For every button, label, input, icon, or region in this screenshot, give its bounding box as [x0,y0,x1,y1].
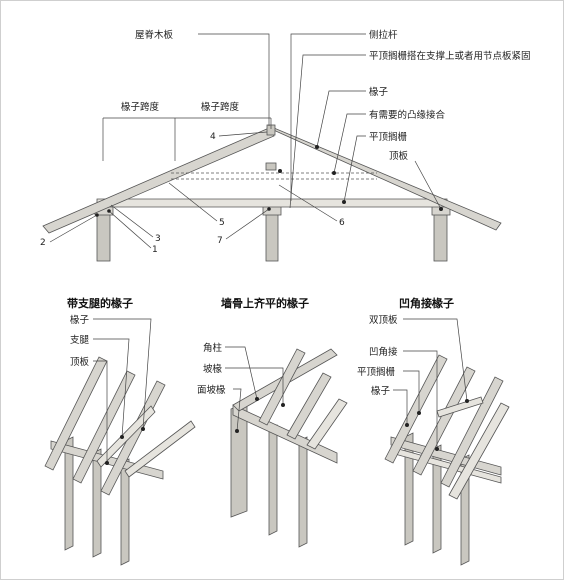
panel3-label-notch: 凹角接 [369,346,398,358]
ceiling-joist-note-label: 平顶搁栅搭在支撑上或者用节点板紧固 [369,50,531,62]
collar-tie-label: 侧拉杆 [369,29,398,41]
panel3-title: 凹角接椽子 [399,296,454,310]
top-plate-label: 顶板 [389,150,409,162]
panel1-title: 带支腿的椽子 [67,296,133,310]
panel2-title: 墙骨上齐平的椽子 [221,296,309,310]
panel1-label-rafter: 椽子 [70,314,90,326]
ridge-board-label: 屋脊木板 [135,29,174,41]
collar-bracket [265,162,277,171]
panel2-label-hip-rafter: 坡椽 [203,363,223,375]
panel-notched-rafters: 凹角接椽子 双顶板 凹角接 平顶搁栅 椽子 [357,296,510,566]
left-rafter [42,127,275,234]
birdsmouth-label: 有需要的凸缘接合 [369,109,446,121]
callout-3: 3 [155,234,161,244]
panel2-label-corner-post: 角柱 [203,342,223,354]
callout-1: 1 [152,245,158,255]
callout-5: 5 [219,218,225,228]
panel1-label-top-plate: 顶板 [70,356,90,368]
panel-flush-rafters: 墙骨上齐平的椽子 角柱 坡椽 面坡椽 [197,296,348,548]
panel3-label-double-plate: 双顶板 [369,314,398,326]
callout-4: 4 [210,132,216,142]
panel2-label-face-rafter: 面坡椽 [197,384,226,396]
span-left-label: 椽子跨度 [121,101,160,113]
span-right-label: 椽子跨度 [201,101,240,113]
callout-6: 6 [339,218,345,228]
roof-section: 椽子跨度 椽子跨度 屋脊木板 侧拉杆 平顶搁栅搭在支撑上或者用节点板紧固 椽子 … [40,29,531,262]
panel-strut-rafters: 带支腿的椽子 椽子 支腿 顶板 [44,296,196,566]
callout-2: 2 [40,238,46,248]
callout-7: 7 [217,236,223,246]
ceiling-joist-beam [96,198,448,208]
rafter-label: 椽子 [369,86,389,98]
panel3-label-rafter: 椽子 [371,385,391,397]
ceiling-joist-label: 平顶搁栅 [369,131,408,143]
panel3-label-ceiling-joist: 平顶搁栅 [357,366,396,378]
panel1-label-strut: 支腿 [70,334,90,346]
